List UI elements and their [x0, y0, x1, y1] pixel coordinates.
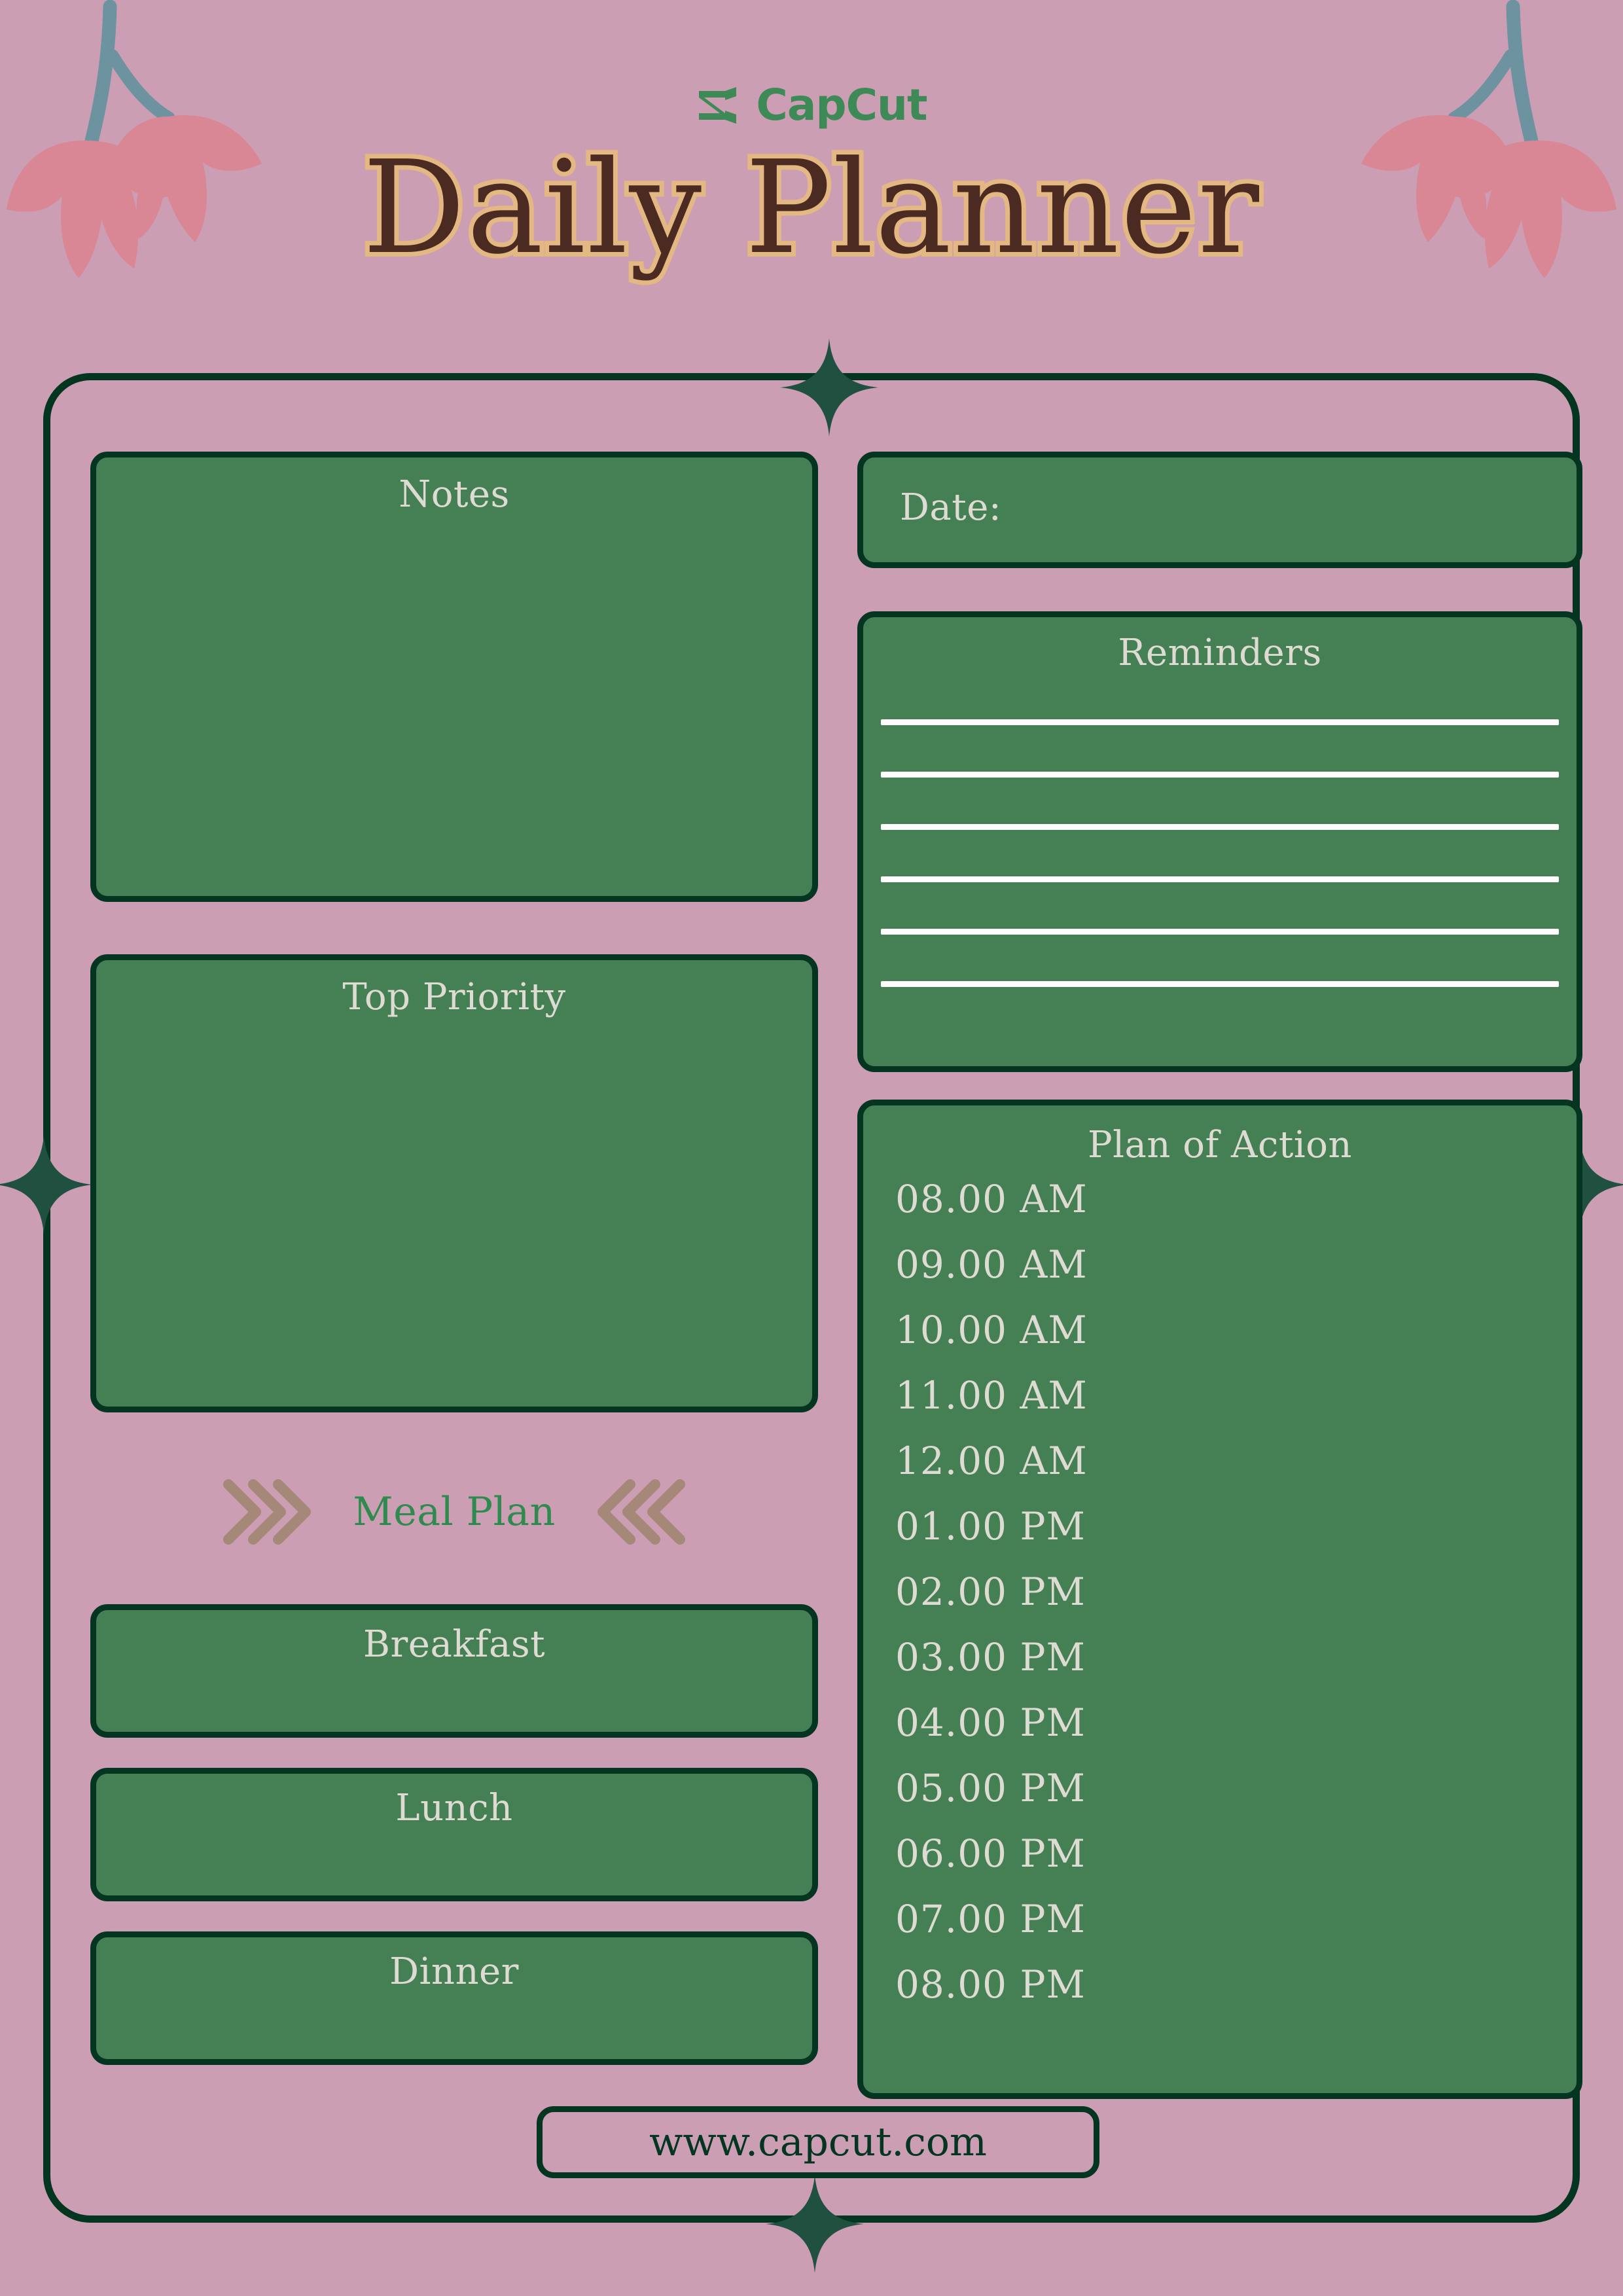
- capcut-brand: CapCut: [0, 84, 1623, 127]
- plan-time-row[interactable]: 08.00 PM: [895, 1962, 1086, 2007]
- plan-time-row[interactable]: 09.00 AM: [895, 1242, 1088, 1287]
- reminder-line[interactable]: [881, 824, 1559, 830]
- plan-of-action-label: Plan of Action: [1087, 1124, 1353, 1166]
- breakfast-card[interactable]: Breakfast: [90, 1604, 818, 1738]
- date-card[interactable]: Date:: [857, 452, 1582, 568]
- reminder-line[interactable]: [881, 876, 1559, 882]
- plan-time-row[interactable]: 12.00 AM: [895, 1439, 1088, 1483]
- plan-of-action-card[interactable]: Plan of Action: [857, 1100, 1582, 2099]
- date-label: Date:: [900, 486, 1002, 529]
- capcut-logo-icon: [699, 87, 737, 124]
- plan-time-row[interactable]: 03.00 PM: [895, 1635, 1086, 1679]
- lunch-card[interactable]: Lunch: [90, 1768, 818, 1901]
- plan-time-row[interactable]: 04.00 PM: [895, 1700, 1086, 1745]
- chevrons-right-icon: [223, 1479, 312, 1545]
- meal-plan-label: Meal Plan: [353, 1489, 556, 1535]
- dinner-card[interactable]: Dinner: [90, 1931, 818, 2065]
- notes-label: Notes: [399, 473, 510, 516]
- reminder-line[interactable]: [881, 981, 1559, 987]
- plan-time-row[interactable]: 02.00 PM: [895, 1570, 1086, 1614]
- plan-time-row[interactable]: 10.00 AM: [895, 1308, 1088, 1352]
- plan-time-row[interactable]: 01.00 PM: [895, 1504, 1086, 1549]
- page-title: Daily Planner: [358, 134, 1264, 283]
- breakfast-label: Breakfast: [363, 1623, 546, 1666]
- top-priority-label: Top Priority: [342, 976, 566, 1018]
- plan-of-action-list: 08.00 AM 09.00 AM 10.00 AM 11.00 AM 12.00 AM…: [857, 1100, 1582, 2099]
- lunch-label: Lunch: [395, 1787, 513, 1829]
- reminders-lines: [857, 611, 1582, 1072]
- top-priority-card[interactable]: Top Priority: [90, 954, 818, 1412]
- capcut-logo-text: CapCut: [756, 80, 927, 130]
- reminders-card[interactable]: Reminders: [857, 611, 1582, 1072]
- reminder-line[interactable]: [881, 772, 1559, 778]
- footer-url-pill[interactable]: www.capcut.com: [537, 2106, 1099, 2178]
- plan-time-row[interactable]: 05.00 PM: [895, 1766, 1086, 1810]
- notes-card[interactable]: Notes: [90, 452, 818, 902]
- reminders-label: Reminders: [1118, 632, 1322, 674]
- footer-url-text: www.capcut.com: [649, 2119, 987, 2165]
- chevrons-left-icon: [597, 1479, 685, 1545]
- plan-time-row[interactable]: 08.00 AM: [895, 1177, 1088, 1221]
- reminder-line[interactable]: [881, 929, 1559, 935]
- plan-time-row[interactable]: 06.00 PM: [895, 1831, 1086, 1876]
- plan-time-row[interactable]: 11.00 AM: [895, 1373, 1088, 1418]
- plan-time-row[interactable]: 07.00 PM: [895, 1897, 1086, 1941]
- meal-plan-heading: Meal Plan: [90, 1473, 818, 1551]
- dinner-label: Dinner: [389, 1950, 519, 1993]
- reminder-line[interactable]: [881, 719, 1559, 725]
